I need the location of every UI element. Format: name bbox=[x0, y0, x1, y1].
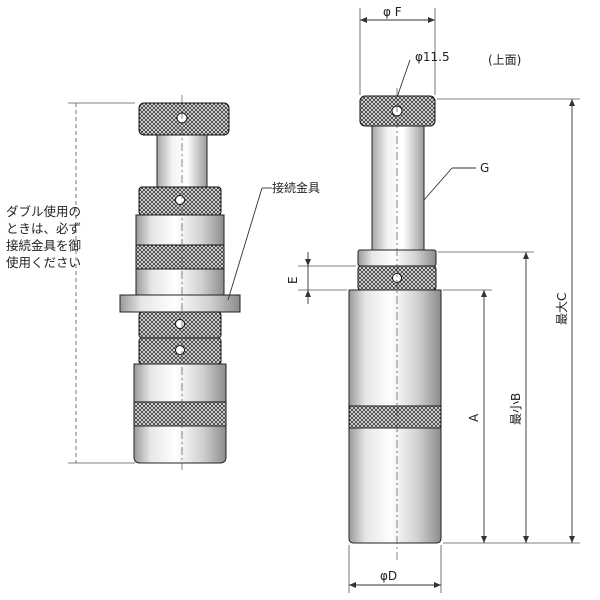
left-lower-knurl-band bbox=[133, 401, 227, 427]
g-leader bbox=[423, 167, 453, 201]
g-label: G bbox=[480, 161, 489, 175]
left-upper-body bbox=[135, 214, 225, 246]
right-assembly: φ F φ11.5 (上面) G E bbox=[286, 5, 580, 593]
a-label: A bbox=[467, 413, 481, 422]
note-line-1: ダブル使用の bbox=[6, 204, 82, 219]
note-line-2: ときは、必ず bbox=[6, 221, 82, 236]
right-body-knurl-band bbox=[348, 405, 442, 429]
phi-11-5-label: φ11.5 bbox=[415, 50, 450, 64]
connector-label: 接続金具 bbox=[272, 180, 320, 195]
phi-d-label: φD bbox=[380, 569, 397, 583]
left-upper-body-bottom bbox=[135, 268, 225, 296]
right-body-lower bbox=[348, 427, 442, 544]
left-lower-cap-hole bbox=[175, 345, 185, 355]
left-nut-hole bbox=[175, 195, 185, 205]
left-lower-nut-hole bbox=[175, 319, 185, 329]
double-use-note: ダブル使用の ときは、必ず 接続金具を御 使用ください bbox=[6, 203, 136, 271]
max-c-label: 最大C bbox=[555, 293, 569, 325]
left-connector-flange bbox=[119, 294, 241, 313]
phi-f-label: φ F bbox=[383, 5, 402, 19]
min-b-label: 最小B bbox=[509, 393, 523, 425]
left-upper-knurl-band bbox=[135, 244, 225, 270]
left-assembly: 接続金具 bbox=[68, 95, 320, 470]
right-body-upper bbox=[348, 289, 442, 407]
e-label: E bbox=[286, 276, 300, 284]
connector-leader bbox=[227, 187, 263, 301]
note-line-3: 接続金具を御 bbox=[6, 238, 82, 253]
left-lower-base bbox=[133, 425, 227, 464]
top-surface-label: (上面) bbox=[488, 53, 521, 67]
right-rod bbox=[371, 125, 425, 251]
left-lower-body bbox=[133, 363, 227, 403]
note-line-4: 使用ください bbox=[6, 255, 82, 270]
